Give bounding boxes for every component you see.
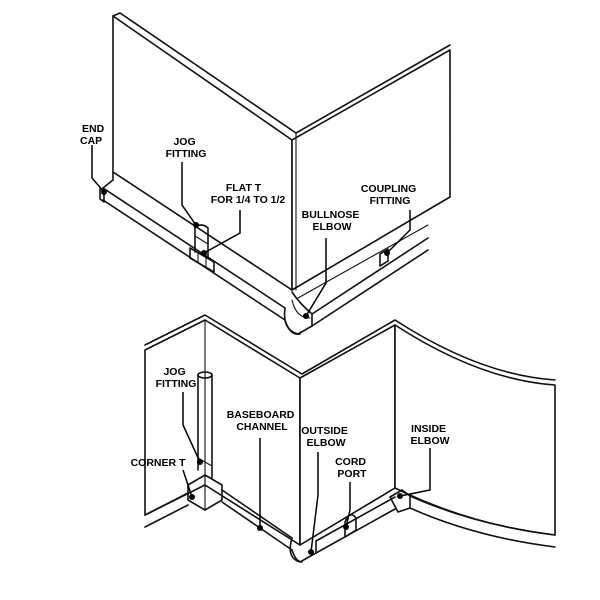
bottom-illustration xyxy=(144,314,556,563)
flat-t-part xyxy=(189,247,215,273)
label-end-cap: END CAP xyxy=(80,123,107,147)
top-wall-top-edge xyxy=(112,12,451,134)
label-cord-port: CORD PORT xyxy=(335,456,369,480)
label-outside-elbow: OUTSIDE ELBOW xyxy=(301,425,351,449)
outside-elbow-part xyxy=(289,537,317,563)
bottom-channel-right xyxy=(409,495,556,548)
label-jog-fitting-bottom: JOG FITTING xyxy=(156,366,197,390)
label-coupling-fitting: COUPLING FITTING xyxy=(361,183,419,207)
top-right-wall xyxy=(291,49,451,291)
cord-port-part xyxy=(344,514,357,538)
callout-labels: END CAP JOG FITTING FLAT T FOR 1/4 TO 1/… xyxy=(80,123,450,480)
corner-t-part xyxy=(187,474,223,511)
label-jog-fitting-top: JOG FITTING xyxy=(166,136,207,160)
bottom-wall-top-edges xyxy=(144,314,556,381)
top-channel-right xyxy=(297,224,429,327)
label-flat-t: FLAT T FOR 1/4 TO 1/2 xyxy=(211,182,286,206)
inside-elbow-part xyxy=(389,489,411,513)
label-corner-t: CORNER T xyxy=(131,457,186,469)
label-baseboard-channel: BASEBOARD CHANNEL xyxy=(227,409,298,433)
bottom-channel-main xyxy=(204,484,301,551)
label-inside-elbow: INSIDE ELBOW xyxy=(410,423,449,447)
bottom-channel-left xyxy=(144,492,189,528)
jog-fitting-bottom-part xyxy=(197,371,213,479)
leader-lines xyxy=(91,145,431,555)
label-bullnose-elbow: BULLNOSE ELBOW xyxy=(302,209,363,233)
top-illustration xyxy=(99,12,451,336)
